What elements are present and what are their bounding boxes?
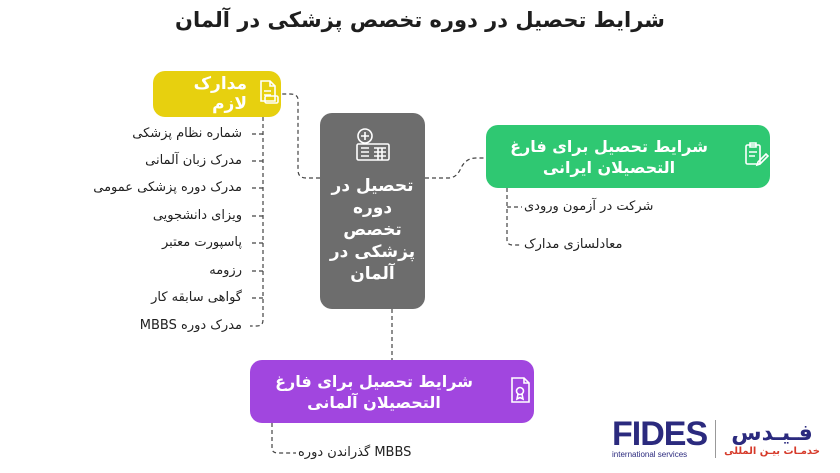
- iranian-requirement-item: معادلسازی مدارک: [524, 237, 623, 252]
- iranian-requirement-item: شرکت در آزمون ورودی: [524, 199, 654, 214]
- fides-logo: FIDES international services فـیـدس خدمـ…: [612, 414, 832, 464]
- iranian-graduates-node: شرایط تحصیل برای فارغ التحصیلان ایرانی: [486, 125, 770, 188]
- german-graduates-node: شرایط تحصیل برای فارغ التحصیلان آلمانی: [250, 360, 534, 423]
- required-doc-item: مدرک زبان آلمانی: [145, 153, 242, 168]
- required-doc-item: رزومه: [209, 263, 242, 278]
- german-requirement-item: MBBS گذراندن دوره: [298, 445, 412, 460]
- logo-persian-name: فـیـدس: [731, 420, 813, 446]
- iranian-graduates-label: شرایط تحصیل برای فارغ التحصیلان ایرانی: [510, 136, 708, 177]
- required-doc-item: پاسپورت معتبر: [161, 235, 242, 250]
- page-title: شرایط تحصیل در دوره تخصص پزشکی در آلمان: [175, 8, 665, 32]
- documents-icon: [255, 79, 281, 109]
- center-node: تحصیل در دوره تخصص پزشکی در آلمان: [320, 113, 425, 309]
- required-doc-item: مدرک دوره MBBS: [139, 318, 242, 333]
- hospital-icon: [353, 127, 393, 167]
- required-doc-item: مدرک دوره پزشکی عمومی: [93, 180, 242, 195]
- required-doc-item: گواهی سابقه کار: [151, 290, 242, 305]
- logo-persian-subtitle: خدمـات بیـن المللی: [724, 445, 820, 457]
- required-docs-label: مدارک لازم: [193, 74, 247, 114]
- logo-divider: [715, 420, 717, 458]
- logo-brand: FIDES: [612, 415, 708, 453]
- center-label: تحصیل در دوره تخصص پزشکی در آلمان: [329, 176, 416, 284]
- clipboard-icon: [742, 141, 770, 173]
- certificate-icon: [508, 376, 534, 408]
- german-graduates-label: شرایط تحصیل برای فارغ التحصیلان آلمانی: [275, 371, 473, 412]
- required-doc-item: شماره نظام پزشکی: [132, 126, 242, 141]
- required-docs-node: مدارک لازم: [153, 71, 281, 117]
- required-doc-item: ویزای دانشجویی: [152, 208, 242, 223]
- logo-subtitle: international services: [612, 450, 688, 459]
